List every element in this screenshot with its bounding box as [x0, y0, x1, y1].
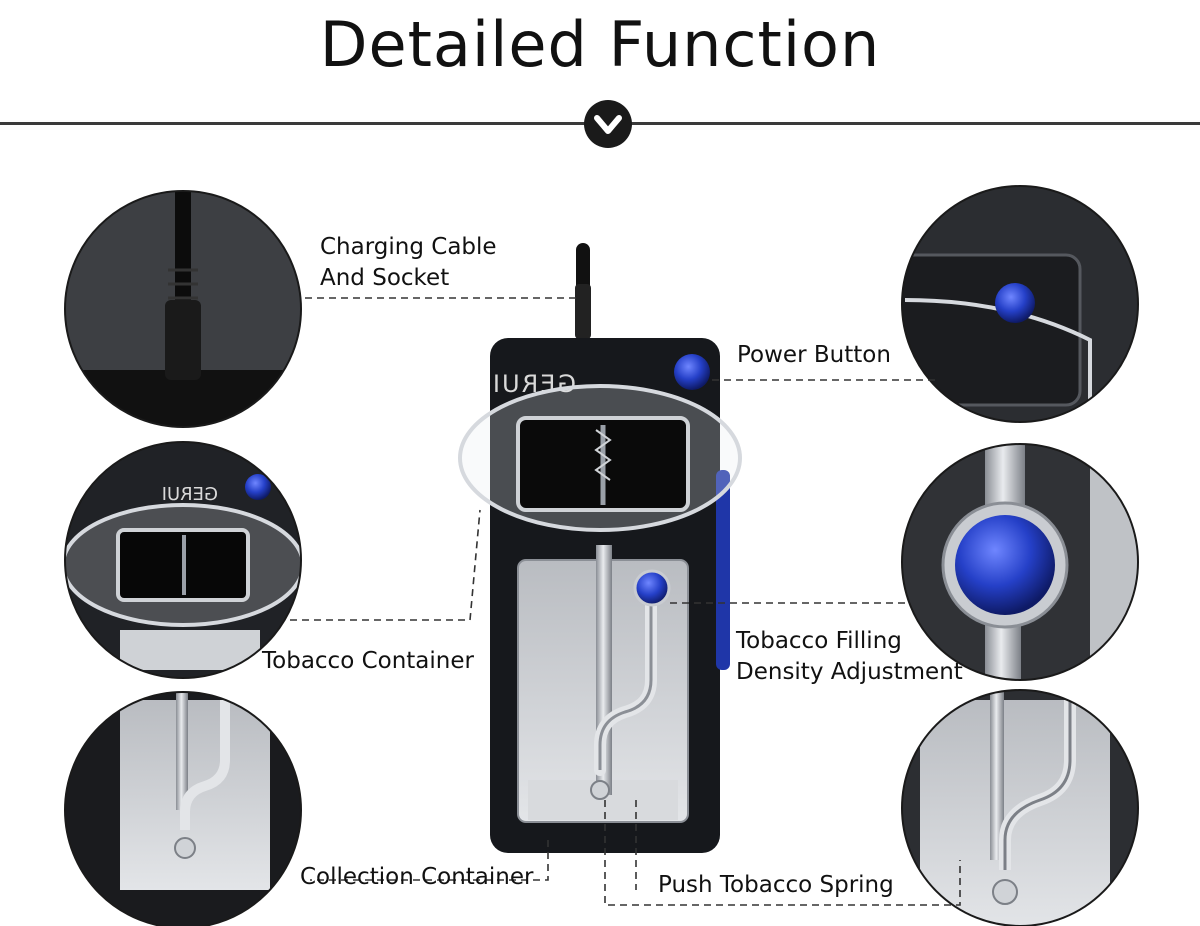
detail-power-button: [902, 186, 1138, 422]
detail-collection-container: [65, 692, 301, 926]
detail-push-spring: [902, 690, 1138, 926]
callout-leaders: [290, 297, 961, 906]
chevron-down-icon: [584, 100, 632, 148]
callout-charging-cable: Charging Cable And Socket: [320, 232, 497, 294]
svg-text:GERUI: GERUI: [162, 484, 218, 505]
detail-charging-cable: [65, 191, 301, 427]
callout-charging-cable-line2: And Socket: [320, 265, 450, 291]
callout-charging-cable-line1: Charging Cable: [320, 234, 497, 260]
detail-tobacco-container: GERUI: [65, 442, 301, 678]
callout-tobacco-container: Tobacco Container: [262, 648, 474, 674]
callout-filling-density: Tobacco Filling Density Adjustment: [736, 626, 963, 688]
callout-filling-density-line2: Density Adjustment: [736, 659, 963, 685]
device-main: GERUI: [458, 243, 742, 853]
callout-push-spring: Push Tobacco Spring: [658, 872, 894, 898]
callout-power-button: Power Button: [737, 342, 891, 368]
callout-collection-container: Collection Container: [300, 864, 534, 890]
callout-filling-density-line1: Tobacco Filling: [736, 628, 902, 654]
page-title: Detailed Function: [319, 8, 881, 81]
